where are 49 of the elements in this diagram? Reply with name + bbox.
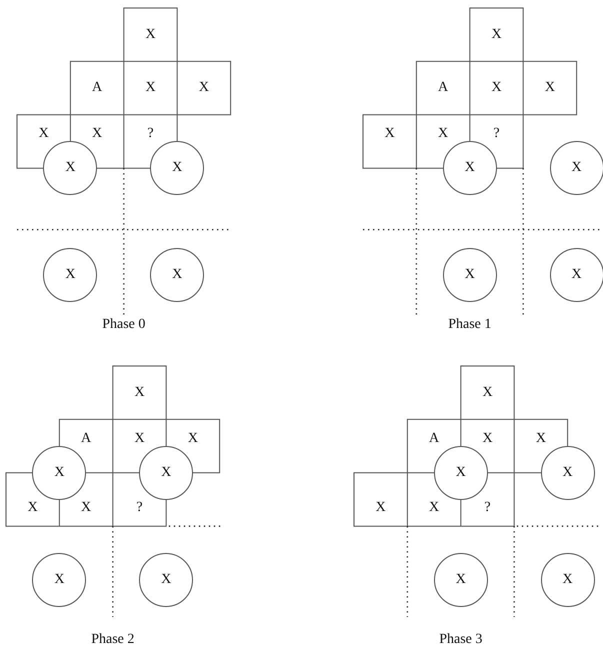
cell-symbol: X (424, 501, 444, 516)
cell-symbol: ? (140, 127, 160, 142)
cell-symbol: X (478, 386, 498, 400)
circle-symbol: X (161, 572, 172, 588)
circle-symbol: X (464, 160, 475, 176)
cell-symbol: A (76, 432, 96, 446)
circle-symbol: X (65, 160, 76, 176)
cell-symbol: X (540, 81, 560, 96)
cell-symbol: X (130, 432, 150, 446)
cell-symbol: X (140, 28, 160, 42)
circle-symbol: X (456, 464, 466, 481)
circle-symbol: X (456, 572, 466, 588)
circle-symbol: X (464, 267, 475, 283)
cell-symbol: X (87, 127, 108, 142)
cell-symbol: X (182, 432, 203, 446)
cell-symbol: X (486, 28, 506, 42)
circle-symbol: X (562, 464, 573, 481)
cell-symbol: X (22, 501, 43, 516)
token-circle (550, 248, 603, 302)
cell-symbol: X (370, 501, 391, 516)
circle-symbol: X (54, 464, 64, 481)
cell-symbol: X (530, 432, 551, 446)
cell-symbol: X (433, 127, 454, 142)
cell-symbol: X (76, 501, 96, 516)
cell-symbol: X (34, 127, 54, 142)
cell-symbol: A (87, 81, 108, 96)
phase-caption: Phase 3 (438, 632, 484, 648)
cell-symbol: A (433, 81, 454, 96)
circle-symbol: X (572, 160, 582, 176)
circle-symbol: X (54, 572, 64, 588)
phase-caption: Phase 2 (90, 632, 136, 648)
phase-caption: Phase 0 (101, 317, 146, 333)
cell-symbol: ? (486, 127, 506, 142)
circle-symbol: X (65, 267, 76, 283)
cell-symbol: A (424, 432, 444, 446)
circle-symbol: X (172, 267, 182, 283)
phase-caption: Phase 1 (447, 317, 492, 333)
circle-symbol: X (172, 160, 182, 176)
cell-symbol: X (486, 81, 506, 96)
cell-symbol: X (380, 127, 400, 142)
cell-symbol: ? (130, 501, 150, 516)
circle-symbol: X (161, 464, 172, 481)
cell-symbol: X (478, 432, 498, 446)
cell-symbol: X (130, 386, 150, 400)
circle-symbol: X (572, 267, 582, 283)
circle-symbol: X (562, 572, 573, 588)
cell-symbol: X (194, 81, 214, 96)
cell-symbol: X (140, 81, 160, 96)
cell-symbol: ? (478, 501, 498, 516)
